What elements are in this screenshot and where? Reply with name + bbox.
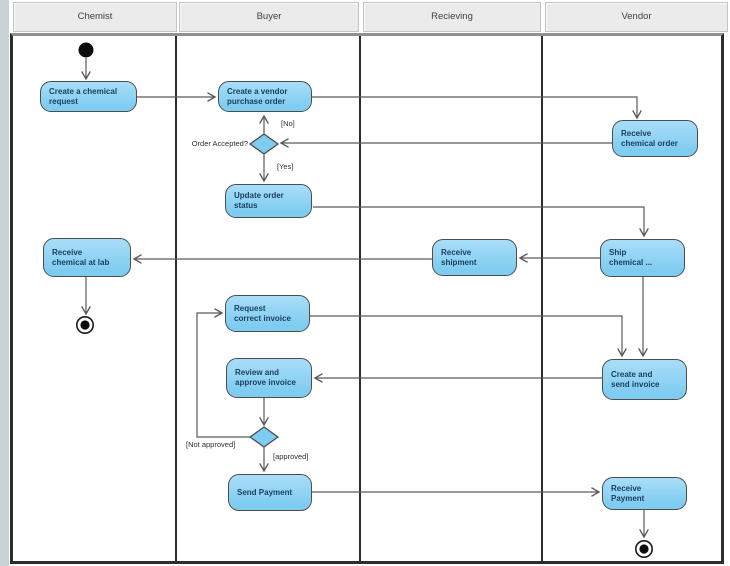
decision-order-accepted[interactable] [248, 133, 280, 155]
activity-ship-chemical[interactable]: Ship chemical ... [600, 239, 685, 277]
activity-receive-shipment[interactable]: Receive shipment [432, 239, 517, 276]
final-node-vendor[interactable] [634, 539, 653, 558]
diagram-frame [10, 33, 724, 564]
activity-update-order-status[interactable]: Update order status [225, 184, 312, 218]
lane-divider-chemist-buyer [175, 36, 177, 562]
activity-review-and-approve-invoice[interactable]: Review and approve invoice [226, 358, 312, 398]
activity-receive-chemical-order[interactable]: Receive chemical order [612, 120, 698, 157]
activity-receive-payment[interactable]: Receive Payment [602, 477, 687, 510]
final-node-chemist[interactable] [76, 315, 95, 334]
decision-invoice-approved[interactable] [248, 426, 280, 448]
activity-create-vendor-purchase-order[interactable]: Create a vendor purchase order [218, 81, 312, 112]
guard-label-yes: [Yes] [277, 162, 294, 171]
lane-divider-buyer-recieving [359, 36, 361, 562]
lane-header-chemist[interactable]: Chemist [13, 2, 177, 32]
activity-send-payment[interactable]: Send Payment [228, 474, 312, 511]
edge-request-invoice-to-create-invoice [310, 315, 627, 358]
activity-create-chemical-request[interactable]: Create a chemical request [40, 81, 137, 112]
activity-create-and-send-invoice[interactable]: Create and send invoice [602, 359, 687, 400]
guard-label-approved: [approved] [273, 452, 309, 461]
edge-create-po-to-receive-order [312, 96, 642, 120]
guard-label-no: [No] [281, 119, 295, 128]
decision-label-order-accepted: Order Accepted? [191, 139, 248, 148]
activity-receive-chemical-at-lab[interactable]: Receive chemical at lab [43, 238, 131, 277]
lane-header-vendor[interactable]: Vendor [545, 2, 728, 32]
guard-label-not-approved: [Not approved] [186, 440, 236, 449]
initial-node[interactable] [78, 42, 94, 58]
edge-not-approved-to-request-invoice [196, 308, 250, 438]
lane-divider-recieving-vendor [541, 36, 543, 562]
activity-request-correct-invoice[interactable]: Request correct invoice [225, 295, 310, 332]
lane-header-buyer[interactable]: Buyer [179, 2, 359, 32]
lane-header-recieving[interactable]: Recieving [363, 2, 541, 32]
edge-update-status-to-ship [313, 206, 649, 238]
